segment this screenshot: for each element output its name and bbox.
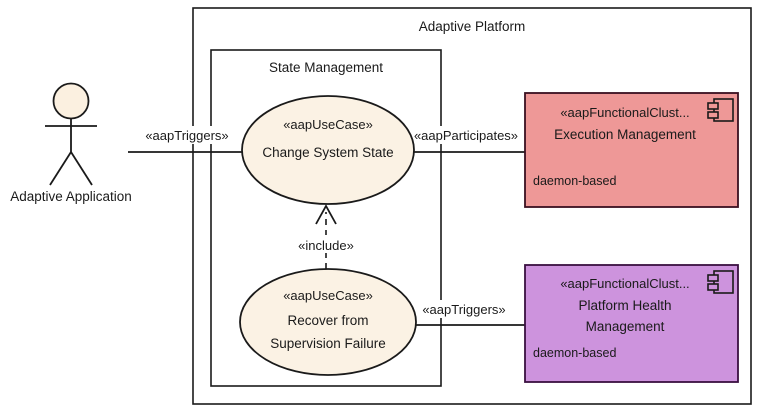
package-adaptive-platform-title: Adaptive Platform — [419, 19, 526, 34]
edge-change-system-state-to-execution-management: «aapParticipates» — [405, 126, 527, 153]
use-case-stereotype-recover: «aapUseCase» — [283, 288, 373, 303]
component-icon — [707, 98, 734, 122]
component-platform-health-management-box — [524, 264, 739, 383]
edge-recover-to-platform-health-management: «aapTriggers» — [413, 300, 527, 326]
edge-label-bg-aaptriggers-2 — [413, 300, 515, 318]
component-name-execution-management: Execution Management — [554, 127, 696, 142]
include-open-arrowhead — [315, 204, 337, 225]
component-note-platform-health-management: daemon-based — [533, 346, 616, 360]
edge-include-dependency: «include» — [288, 204, 366, 269]
use-case-name-change-system-state: Change System State — [262, 145, 393, 160]
component-icon — [707, 270, 734, 294]
component-name-platform-health-line1: Platform Health — [578, 298, 671, 313]
package-state-management-title: State Management — [269, 60, 383, 75]
component-stereotype-platform-health-management: «aapFunctionalClust... — [560, 276, 689, 291]
component-note-execution-management: daemon-based — [533, 174, 616, 188]
actor-adaptive-application[interactable]: Adaptive Application — [10, 82, 132, 205]
actor-label: Adaptive Application — [10, 189, 132, 204]
use-case-name-recover-line2: Supervision Failure — [270, 336, 386, 351]
include-label-bg — [288, 235, 366, 253]
edge-label-aaptriggers-actor: «aapTriggers» — [145, 128, 228, 143]
component-execution-management[interactable]: «aapFunctionalClust... Execution Managem… — [524, 92, 739, 208]
edge-label-include: «include» — [298, 238, 354, 253]
use-case-ellipse-change-system-state — [241, 95, 415, 205]
component-execution-management-box — [524, 92, 739, 208]
edge-label-aapparticipates: «aapParticipates» — [414, 128, 518, 143]
use-case-stereotype-change-system-state: «aapUseCase» — [283, 117, 373, 132]
use-case-recover-from-supervision-failure[interactable]: «aapUseCase» Recover from Supervision Fa… — [239, 268, 417, 376]
use-case-ellipse-recover — [239, 268, 417, 376]
edge-actor-to-change-system-state: «aapTriggers» — [128, 126, 245, 153]
actor-head — [52, 82, 90, 120]
component-platform-health-management[interactable]: «aapFunctionalClust... Platform Health M… — [524, 264, 739, 383]
use-case-change-system-state[interactable]: «aapUseCase» Change System State — [241, 95, 415, 205]
actor-leg-right — [70, 151, 93, 186]
component-stereotype-execution-management: «aapFunctionalClust... — [560, 105, 689, 120]
use-case-name-recover-line1: Recover from — [287, 313, 368, 328]
component-name-platform-health-line2: Management — [586, 319, 665, 334]
edge-label-aaptriggers-recover: «aapTriggers» — [422, 302, 505, 317]
edge-label-bg-aaptriggers-1 — [137, 126, 237, 144]
actor-leg-left — [49, 151, 72, 186]
edge-label-bg-aapparticipates — [405, 126, 527, 144]
